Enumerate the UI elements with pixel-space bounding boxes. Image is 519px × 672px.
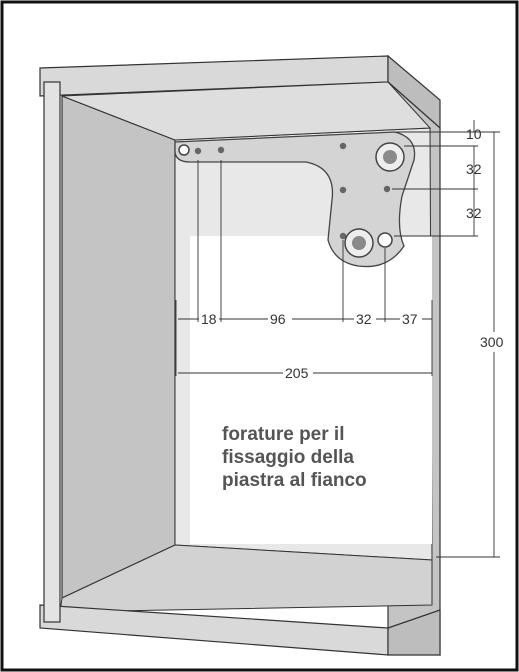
- dim-spacing-lower: 32: [466, 205, 482, 221]
- dim-spacing-upper: 32: [466, 161, 482, 177]
- hole-18: [194, 147, 202, 155]
- hole-lower: [339, 232, 347, 240]
- dim-height-total: 300: [480, 334, 504, 350]
- bearing-lower-center: [352, 236, 366, 250]
- dim-top-offset: 10: [466, 126, 482, 142]
- left-side-panel: [61, 95, 176, 599]
- dim-96-bg: [268, 311, 292, 327]
- inner-opening: [190, 236, 432, 544]
- bearing-upper-center: [383, 150, 397, 164]
- bottom-panel-end: [387, 609, 441, 656]
- hole-upper: [339, 142, 347, 150]
- dim-h-18: 18: [201, 311, 217, 327]
- hole-right: [383, 185, 391, 193]
- ceiling: [61, 81, 432, 141]
- dim-h-32: 32: [356, 311, 372, 327]
- caption-line-2: fissaggio della: [222, 447, 354, 468]
- dim-height-bg: [478, 332, 512, 352]
- caption-line-3: piastra al fianco: [222, 470, 367, 491]
- dim-width-total: 205: [285, 365, 309, 381]
- hole-pivot: [178, 144, 190, 156]
- hole-mid: [339, 186, 347, 194]
- caption-line-1: forature per il: [222, 424, 344, 445]
- vertical-dimensions: [392, 120, 500, 558]
- hole-lower-right: [377, 232, 393, 248]
- front-upright: [43, 81, 61, 623]
- dim-18-bg: [199, 311, 219, 327]
- dim-h-37: 37: [402, 311, 418, 327]
- dim-37-bg: [400, 311, 422, 327]
- dim-h-96: 96: [270, 311, 286, 327]
- dim-205-bg: [283, 365, 313, 381]
- hole-96: [217, 146, 225, 154]
- dim-32-bg: [354, 311, 376, 327]
